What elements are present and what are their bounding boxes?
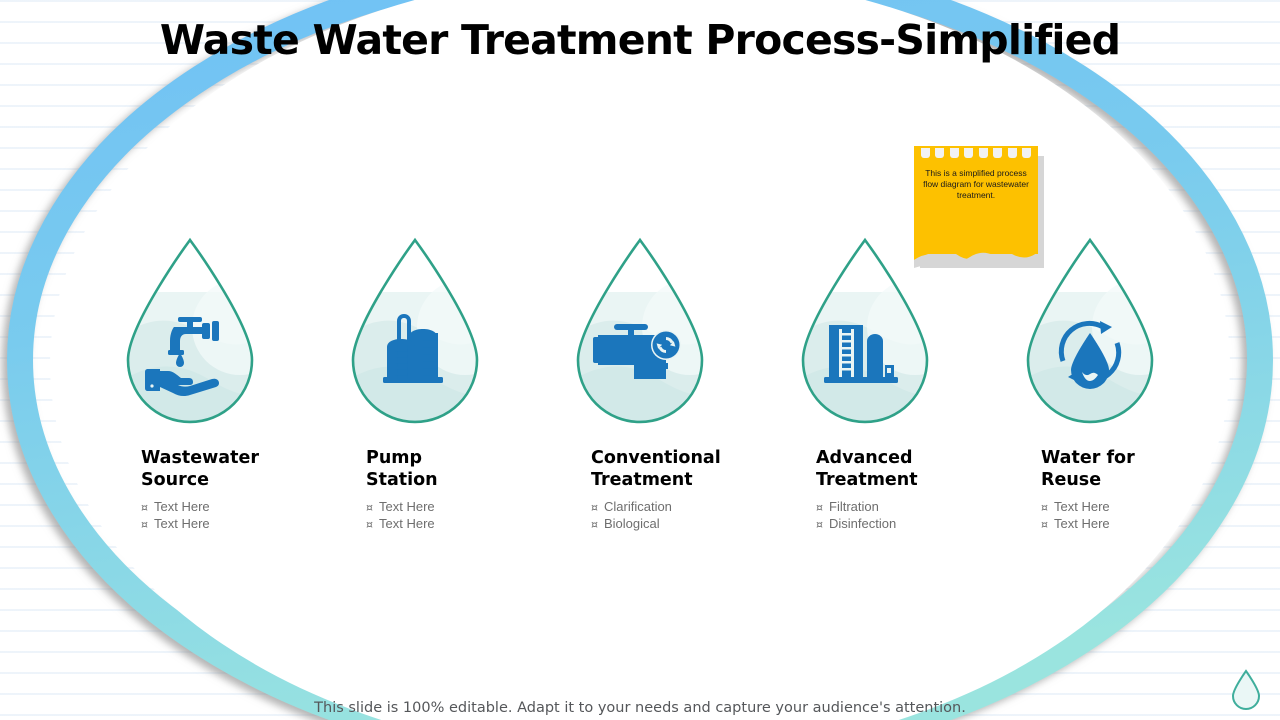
step-bullets-1: ¤ Text Here ¤ Text Here (90, 499, 290, 533)
perforation-tab-icon (920, 148, 930, 158)
list-item: ¤ Text Here (366, 499, 515, 516)
bullet-text: Text Here (1054, 499, 1110, 514)
perforation-tab-icon (935, 148, 945, 158)
droplet-container-5 (990, 232, 1190, 427)
step-bullets-5: ¤ Text Here ¤ Text Here (990, 499, 1190, 533)
step-column-2: Pump Station ¤ Text Here ¤ Text Here (315, 232, 515, 533)
droplet-shape-1 (126, 237, 254, 424)
sticky-note-text: This is a simplified process flow diagra… (923, 168, 1029, 200)
bullet-glyph-icon: ¤ (1041, 518, 1048, 531)
bullet-glyph-icon: ¤ (1041, 501, 1048, 514)
list-item: ¤ Filtration (816, 499, 965, 516)
perforation-tab-icon (949, 148, 959, 158)
storage-tanks-icon (383, 314, 443, 383)
footer-note: This slide is 100% editable. Adapt it to… (314, 700, 966, 716)
perforation-tab-icon (1007, 148, 1017, 158)
sticky-note-body (914, 146, 1038, 254)
step-column-3: Conventional Treatment ¤ Clarification ¤ B… (540, 232, 740, 533)
bullet-glyph-icon: ¤ (816, 518, 823, 531)
list-item: ¤ Text Here (141, 516, 290, 533)
bullet-text: Text Here (379, 499, 435, 514)
bullet-text: Text Here (154, 499, 210, 514)
step-title-4: Advanced Treatment (816, 448, 918, 490)
bullet-text: Text Here (154, 516, 210, 531)
droplet-shape-2 (351, 237, 479, 424)
bullet-glyph-icon: ¤ (591, 501, 598, 514)
droplet-shape-5 (1026, 237, 1154, 424)
silo-towers-ladder-icon (824, 325, 898, 383)
bullet-glyph-icon: ¤ (141, 518, 148, 531)
sticky-note: This is a simplified process flow diagra… (914, 146, 1044, 268)
droplet-container-3 (540, 232, 740, 427)
list-item: ¤ Disinfection (816, 516, 965, 533)
step-title-1: Wastewater Source (141, 448, 259, 490)
step-title-5: Water for Reuse (1041, 448, 1135, 490)
water-drop-logo-icon (1231, 669, 1261, 710)
bullet-text: Clarification (604, 499, 672, 514)
droplet-container-4 (765, 232, 965, 427)
step-column-5: Water for Reuse ¤ Text Here ¤ Text Here (990, 232, 1190, 533)
faucet-recycle-icon (593, 324, 681, 379)
bullet-text: Disinfection (829, 516, 897, 531)
sticky-note-perforations (914, 146, 1038, 159)
bullet-glyph-icon: ¤ (141, 501, 148, 514)
list-item: ¤ Biological (591, 516, 740, 533)
list-item: ¤ Text Here (141, 499, 290, 516)
perforation-tab-icon (1022, 148, 1032, 158)
faucet-hand-soap-icon (145, 317, 219, 397)
droplet-container-2 (315, 232, 515, 427)
perforation-tab-icon (993, 148, 1003, 158)
step-column-4: Advanced Treatment ¤ Filtration ¤ Disinfec… (765, 232, 965, 533)
step-bullets-4: ¤ Filtration ¤ Disinfection (765, 499, 965, 533)
droplet-shape-4 (801, 237, 929, 424)
bullet-glyph-icon: ¤ (366, 501, 373, 514)
bullet-glyph-icon: ¤ (366, 518, 373, 531)
bullet-text: Biological (604, 516, 660, 531)
perforation-tab-icon (978, 148, 988, 158)
bullet-glyph-icon: ¤ (591, 518, 598, 531)
sticky-note-torn-edge (914, 242, 1044, 268)
list-item: ¤ Text Here (1041, 499, 1190, 516)
bullet-text: Text Here (379, 516, 435, 531)
bullet-text: Text Here (1054, 516, 1110, 531)
step-bullets-3: ¤ Clarification ¤ Biological (540, 499, 740, 533)
droplet-container-1 (90, 232, 290, 427)
list-item: ¤ Text Here (1041, 516, 1190, 533)
list-item: ¤ Clarification (591, 499, 740, 516)
step-bullets-2: ¤ Text Here ¤ Text Here (315, 499, 515, 533)
step-title-2: Pump Station (366, 448, 438, 490)
water-drop-recycle-icon (1058, 320, 1122, 389)
step-column-1: Wastewater Source ¤ Text Here ¤ Text Here (90, 232, 290, 533)
bullet-glyph-icon: ¤ (816, 501, 823, 514)
page-title: Waste Water Treatment Process-Simplified (159, 16, 1121, 64)
step-title-3: Conventional Treatment (591, 448, 721, 490)
perforation-tab-icon (964, 148, 974, 158)
list-item: ¤ Text Here (366, 516, 515, 533)
bullet-text: Filtration (829, 499, 879, 514)
